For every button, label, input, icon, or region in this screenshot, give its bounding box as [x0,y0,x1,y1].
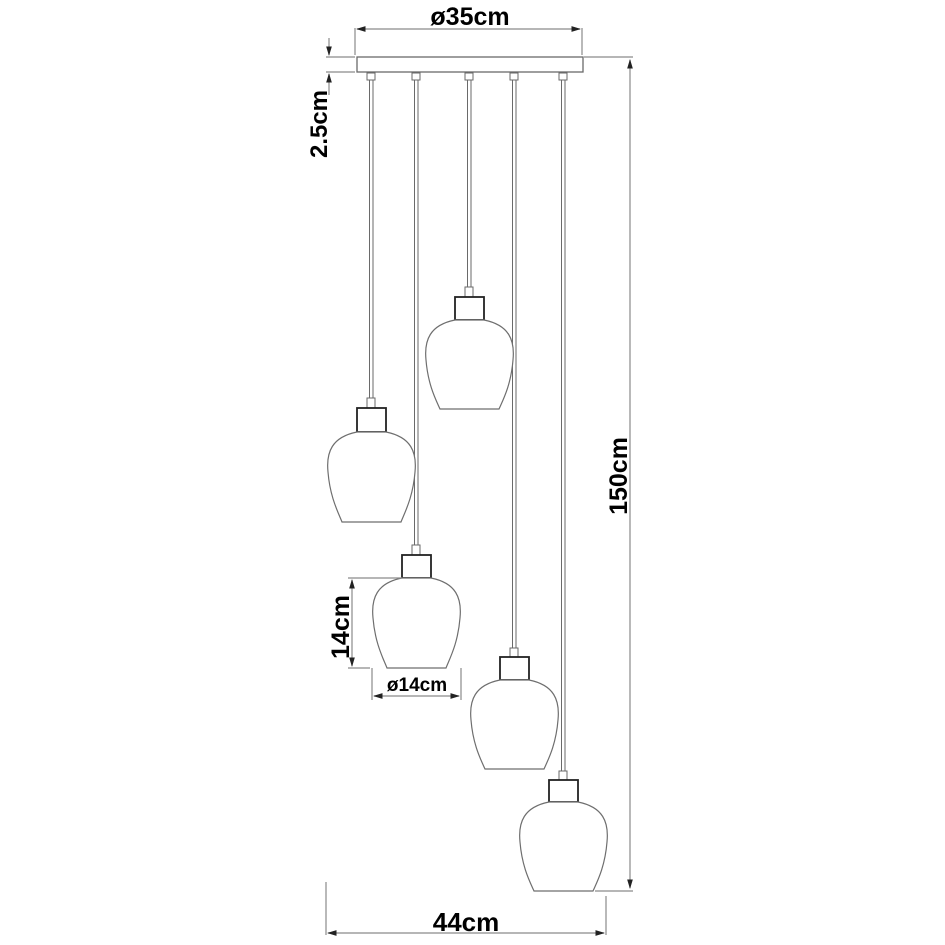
shade-diameter-dimension: ø14cm [371,668,462,700]
pendant-1 [327,397,416,523]
canopy-diameter-dimension: ø35cm [354,3,583,55]
pendant-2 [372,544,461,669]
pendant-5 [519,770,608,892]
canopy-height-label: 2.5cm [306,90,333,158]
total-height-label: 150cm [605,437,633,515]
pendant-4 [470,647,559,770]
total-height-dimension: 150cm [584,56,633,892]
pendant-3 [425,286,514,410]
canopy [356,56,584,81]
canopy-diameter-label: ø35cm [430,3,509,31]
shade-height-dimension: 14cm [327,577,402,669]
shade-diameter-label: ø14cm [387,675,447,696]
total-width-dimension: 44cm [325,882,607,937]
canopy-height-dimension: 2.5cm [306,38,355,158]
total-width-label: 44cm [433,907,500,937]
shade-height-label: 14cm [327,595,355,659]
